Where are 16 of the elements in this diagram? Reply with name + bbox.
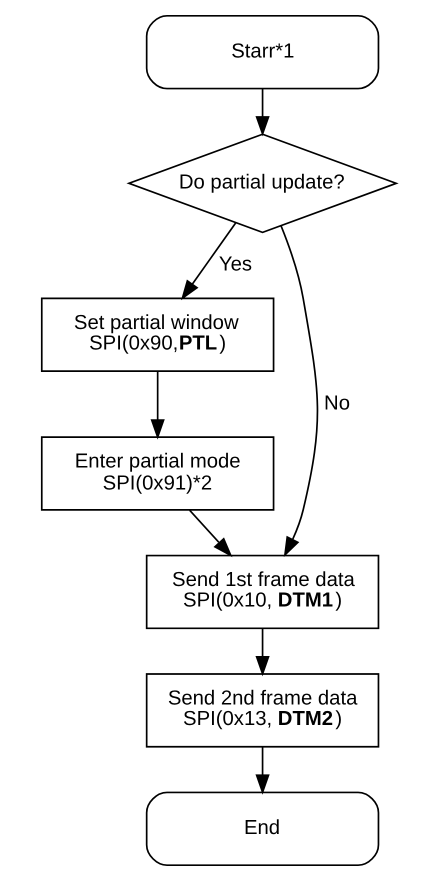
- node-box: End: [145, 792, 379, 866]
- arrow: [280, 226, 318, 558]
- node-box: Send 2nd frame data SPI(0x13, DTM2): [145, 673, 379, 748]
- arrow: [150, 371, 164, 440]
- node-box: Send 1st frame data SPI(0x10, DTM1): [145, 554, 379, 630]
- arrow: [254, 747, 270, 795]
- node-box: Enter partial mode SPI(0x91)*2: [40, 436, 274, 511]
- node-diamond: Do partial update?: [126, 133, 398, 234]
- arrow: [180, 222, 236, 300]
- arrow: [188, 510, 232, 558]
- node-box: Starr*1: [145, 14, 379, 90]
- node-box: Set partial window SPI(0x90,PTL): [40, 298, 274, 372]
- arrow: [254, 628, 270, 676]
- edge-label: No: [324, 392, 350, 414]
- edge-label: Yes: [218, 254, 252, 276]
- arrow: [254, 88, 270, 136]
